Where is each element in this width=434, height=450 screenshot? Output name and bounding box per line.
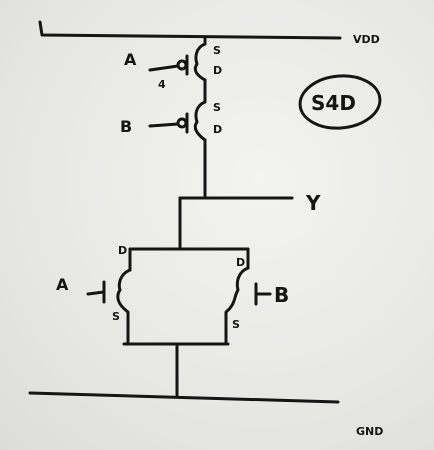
- pmos-b-drain-label: D: [213, 123, 222, 136]
- nmos-a-source-label: S: [112, 310, 120, 323]
- pmos-a-gate-wire: [148, 64, 180, 72]
- pmos-b-source-label: S: [213, 101, 221, 114]
- nmos-b-drain-label: D: [236, 256, 245, 269]
- pmos-b-channel: [193, 100, 207, 142]
- pmos-a: A S D 4: [124, 36, 222, 91]
- nmos-b-source-label: S: [232, 318, 240, 331]
- nmos-a-gate-label: A: [56, 275, 69, 294]
- pmos-a-extra-mark: 4: [158, 78, 166, 91]
- gnd-label: GND: [356, 425, 383, 438]
- note-circle: [298, 74, 382, 130]
- pmos-b-gate-label: B: [120, 117, 132, 136]
- pmos-a-gate-bubble: [176, 59, 188, 71]
- nmos-b-gate-label: B: [274, 283, 289, 307]
- pmos-a-channel: [193, 42, 207, 82]
- pmos-a-gate-label: A: [124, 50, 137, 69]
- pmos-a-drain-label: D: [213, 64, 222, 77]
- nmos-a-channel: [116, 268, 132, 344]
- nmos-b-channel: [224, 266, 250, 344]
- output-label: Y: [305, 191, 321, 215]
- nmos-b: B D S: [224, 247, 289, 344]
- vdd-label: VDD: [353, 33, 380, 46]
- pmos-a-source-label: S: [213, 44, 221, 57]
- nmos-a-drain-label: D: [118, 244, 127, 257]
- gnd-rail: [28, 391, 340, 404]
- pmos-b-gate-bubble: [176, 117, 188, 129]
- note-text: S4D: [311, 91, 356, 115]
- nmos-a-gate-wire: [86, 290, 106, 296]
- pmos-b-gate-wire: [148, 122, 180, 128]
- note-bubble: S4D: [298, 74, 382, 130]
- vdd-rail: [38, 20, 342, 40]
- nmos-a: A D S: [56, 244, 132, 344]
- pmos-b: B S D: [120, 100, 222, 142]
